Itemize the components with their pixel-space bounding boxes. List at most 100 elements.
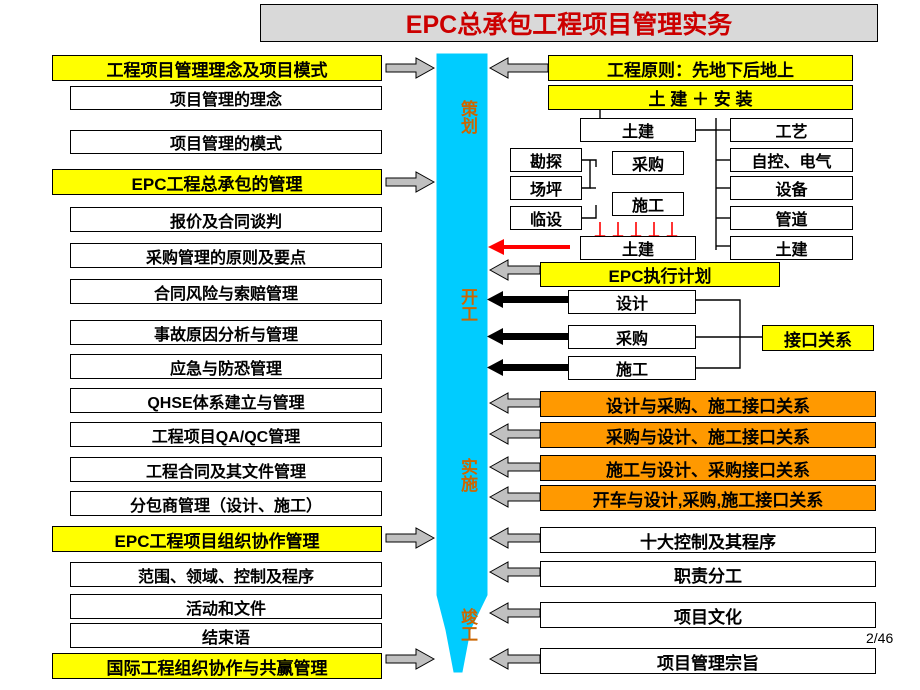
funnel-stage-completion-label: 竣工 bbox=[458, 608, 477, 642]
principle-label: 工程原则：先地下后地上 bbox=[607, 60, 794, 80]
left-item-0[interactable]: 工程项目管理理念及项目模式 bbox=[52, 55, 382, 81]
orange-item-0[interactable]: 设计与采购、施工接口关系 bbox=[540, 391, 876, 417]
left-item-11-label: 工程合同及其文件管理 bbox=[145, 463, 306, 481]
site-box[interactable]: 场坪 bbox=[510, 176, 582, 200]
pipeline-box[interactable]: 管道 bbox=[730, 206, 853, 230]
orange-item-3[interactable]: 开车与设计,采购,施工接口关系 bbox=[540, 485, 876, 511]
design-box[interactable]: 设计 bbox=[568, 290, 696, 314]
bottom-item-3-label: 项目管理宗旨 bbox=[657, 653, 759, 673]
control-electric-box[interactable]: 自控、电气 bbox=[730, 148, 853, 172]
page-title: EPC总承包工程项目管理实务 bbox=[260, 4, 878, 42]
left-item-4[interactable]: 报价及合同谈判 bbox=[70, 207, 382, 232]
left-item-14[interactable]: 范围、领域、控制及程序 bbox=[70, 562, 382, 587]
funnel-stage-completion: 竣工 bbox=[448, 608, 477, 642]
civil-box-2[interactable]: 土建 bbox=[580, 236, 696, 260]
site-label: 场坪 bbox=[529, 182, 562, 199]
principle-box[interactable]: 工程原则：先地下后地上 bbox=[548, 55, 853, 81]
left-item-11[interactable]: 工程合同及其文件管理 bbox=[70, 457, 382, 482]
left-item-7-label: 事故原因分析与管理 bbox=[153, 326, 298, 344]
funnel-stage-planning-label: 策划 bbox=[458, 100, 477, 134]
bottom-item-2[interactable]: 项目文化 bbox=[540, 602, 876, 628]
left-item-1-label: 项目管理的理念 bbox=[169, 92, 282, 109]
construct-box-top-label: 施工 bbox=[631, 198, 664, 215]
combo-box[interactable]: 土 建 ＋ 安 装 bbox=[548, 85, 853, 110]
bottom-item-1[interactable]: 职责分工 bbox=[540, 561, 876, 587]
process-label: 工艺 bbox=[775, 124, 808, 141]
left-item-15[interactable]: 活动和文件 bbox=[70, 594, 382, 619]
orange-item-1-label: 采购与设计、施工接口关系 bbox=[606, 427, 810, 447]
survey-label: 勘探 bbox=[529, 154, 562, 171]
left-item-8[interactable]: 应急与防恐管理 bbox=[70, 354, 382, 379]
bottom-item-2-label: 项目文化 bbox=[674, 607, 742, 627]
civil-box-3-label: 土建 bbox=[775, 242, 808, 259]
left-item-13-label: EPC工程项目组织协作管理 bbox=[114, 531, 320, 551]
process-box[interactable]: 工艺 bbox=[730, 118, 853, 142]
funnel-stage-planning: 策划 bbox=[448, 100, 477, 134]
left-item-3[interactable]: EPC工程总承包的管理 bbox=[52, 169, 382, 195]
bottom-item-0[interactable]: 十大控制及其程序 bbox=[540, 527, 876, 553]
page-number: 2/46 bbox=[866, 630, 893, 646]
interface-label: 接口关系 bbox=[784, 330, 852, 350]
funnel-stage-start: 开工 bbox=[448, 288, 477, 322]
control-electric-label: 自控、电气 bbox=[751, 154, 832, 171]
design-label: 设计 bbox=[615, 296, 648, 313]
left-item-5-label: 采购管理的原则及要点 bbox=[145, 249, 306, 267]
left-item-16[interactable]: 结束语 bbox=[70, 623, 382, 648]
left-item-13[interactable]: EPC工程项目组织协作管理 bbox=[52, 526, 382, 552]
survey-box[interactable]: 勘探 bbox=[510, 148, 582, 172]
left-item-7[interactable]: 事故原因分析与管理 bbox=[70, 320, 382, 345]
left-item-8-label: 应急与防恐管理 bbox=[169, 360, 282, 378]
temp-label: 临设 bbox=[529, 212, 562, 229]
left-item-1[interactable]: 项目管理的理念 bbox=[70, 86, 382, 110]
construct-box-mid[interactable]: 施工 bbox=[568, 356, 696, 380]
left-item-0-label: 工程项目管理理念及项目模式 bbox=[106, 60, 328, 80]
left-item-12[interactable]: 分包商管理（设计、施工） bbox=[70, 491, 382, 516]
civil-box-1-label: 土建 bbox=[621, 124, 654, 141]
construct-box-top[interactable]: 施工 bbox=[612, 192, 684, 216]
left-item-9-label: QHSE体系建立与管理 bbox=[147, 394, 305, 412]
left-item-6-label: 合同风险与索赔管理 bbox=[153, 285, 298, 303]
bottom-item-0-label: 十大控制及其程序 bbox=[640, 532, 776, 552]
left-item-12-label: 分包商管理（设计、施工） bbox=[129, 497, 322, 515]
funnel-stage-execution-label: 实施 bbox=[458, 458, 477, 492]
left-item-9[interactable]: QHSE体系建立与管理 bbox=[70, 388, 382, 413]
temp-box[interactable]: 临设 bbox=[510, 206, 582, 230]
equipment-box[interactable]: 设备 bbox=[730, 176, 853, 200]
combo-label: 土 建 ＋ 安 装 bbox=[648, 90, 753, 109]
bottom-item-3[interactable]: 项目管理宗旨 bbox=[540, 648, 876, 674]
page-number-text: 2/46 bbox=[866, 630, 894, 646]
left-item-2[interactable]: 项目管理的模式 bbox=[70, 130, 382, 154]
orange-item-2[interactable]: 施工与设计、采购接口关系 bbox=[540, 455, 876, 481]
procure-box-top[interactable]: 采购 bbox=[612, 151, 684, 175]
procure-box-top-label: 采购 bbox=[631, 157, 664, 174]
funnel-stage-start-label: 开工 bbox=[458, 288, 477, 322]
left-item-6[interactable]: 合同风险与索赔管理 bbox=[70, 279, 382, 304]
left-item-16-label: 结束语 bbox=[201, 629, 250, 647]
procure-box-mid[interactable]: 采购 bbox=[568, 325, 696, 349]
bottom-item-1-label: 职责分工 bbox=[674, 566, 742, 586]
left-item-10-label: 工程项目QA/QC管理 bbox=[151, 428, 301, 446]
orange-item-2-label: 施工与设计、采购接口关系 bbox=[606, 460, 810, 480]
left-item-3-label: EPC工程总承包的管理 bbox=[131, 174, 303, 194]
funnel-stage-execution: 实施 bbox=[448, 458, 477, 492]
interface-box[interactable]: 接口关系 bbox=[762, 325, 874, 351]
orange-item-0-label: 设计与采购、施工接口关系 bbox=[606, 396, 810, 416]
equipment-label: 设备 bbox=[775, 182, 808, 199]
construct-box-mid-label: 施工 bbox=[615, 362, 648, 379]
left-item-14-label: 范围、领域、控制及程序 bbox=[137, 568, 314, 586]
civil-box-1[interactable]: 土建 bbox=[580, 118, 696, 142]
civil-box-3[interactable]: 土建 bbox=[730, 236, 853, 260]
left-item-4-label: 报价及合同谈判 bbox=[169, 213, 282, 231]
page-title-text: EPC总承包工程项目管理实务 bbox=[405, 11, 733, 39]
left-item-17[interactable]: 国际工程组织协作与共赢管理 bbox=[52, 653, 382, 679]
procure-box-mid-label: 采购 bbox=[615, 331, 648, 348]
epc-plan-label: EPC执行计划 bbox=[608, 267, 712, 286]
left-item-5[interactable]: 采购管理的原则及要点 bbox=[70, 243, 382, 268]
left-item-10[interactable]: 工程项目QA/QC管理 bbox=[70, 422, 382, 447]
orange-item-1[interactable]: 采购与设计、施工接口关系 bbox=[540, 422, 876, 448]
left-item-2-label: 项目管理的模式 bbox=[169, 136, 282, 153]
orange-item-3-label: 开车与设计,采购,施工接口关系 bbox=[592, 490, 824, 510]
pipeline-label: 管道 bbox=[775, 212, 808, 229]
left-item-15-label: 活动和文件 bbox=[185, 600, 266, 618]
epc-plan-box[interactable]: EPC执行计划 bbox=[540, 262, 780, 287]
